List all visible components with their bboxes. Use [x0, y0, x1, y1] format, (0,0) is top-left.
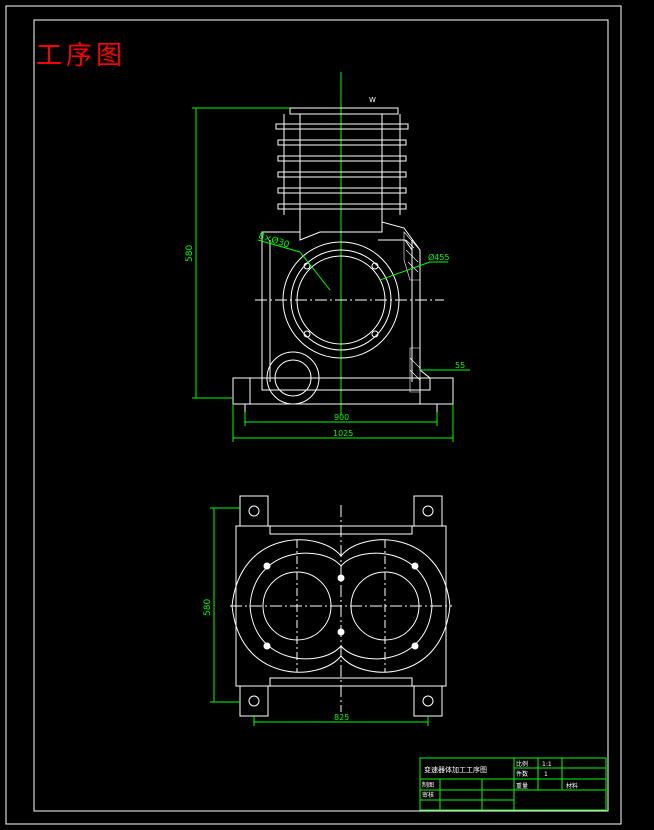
top-figure-eight-outer: [231, 539, 451, 673]
title-block-count-label: 件数: [516, 770, 528, 778]
top-bore-left: [262, 571, 332, 641]
front-dim-height: 580: [185, 245, 195, 262]
top-view: [230, 495, 452, 717]
title-block-material-label: 比例: [516, 760, 528, 768]
main-bore-inner: [296, 255, 386, 345]
top-dim-width: 825: [334, 713, 349, 722]
inner-border: [33, 19, 609, 812]
front-dim-right: 55: [455, 361, 465, 370]
title-block-count-value: 1: [544, 771, 548, 778]
top-dimensions: [210, 507, 429, 726]
outer-border: [5, 5, 622, 825]
title-block-material-value: 1:1: [542, 761, 552, 768]
front-surface-mark: W: [369, 96, 376, 104]
base-flange: [232, 377, 454, 405]
lug-top-right: [413, 495, 443, 527]
title-block-designer-label: 制图: [422, 781, 434, 789]
top-stud-holes: [263, 562, 419, 650]
cooling-fins: [275, 107, 409, 232]
housing-inner-wall: [269, 239, 413, 382]
front-dimensions: [192, 107, 470, 442]
page-title: 工序图: [36, 41, 126, 71]
front-bore-callout: Ø455: [428, 252, 450, 262]
main-bore-middle: [290, 249, 392, 351]
front-dim-width-inner: 900: [334, 413, 349, 422]
top-bore-right: [350, 571, 420, 641]
title-block: [419, 757, 607, 811]
title-block-material2-label: 材料: [566, 782, 578, 790]
lug-bottom-left: [239, 685, 269, 717]
main-bore-outer: [282, 241, 400, 359]
title-block-weight-label: 重量: [516, 782, 528, 790]
title-block-checker-label: 审核: [422, 791, 434, 799]
lug-top-left: [239, 495, 269, 527]
front-view: [232, 72, 454, 415]
housing-body: [261, 221, 431, 391]
section-hatch: [403, 231, 421, 393]
top-dim-height: 580: [203, 599, 213, 616]
front-dim-width-outer: 1025: [333, 429, 353, 438]
bolt-holes: [303, 262, 379, 338]
lug-bottom-right: [413, 685, 443, 717]
title-block-part-name: 变速器体加工工序图: [424, 765, 487, 774]
